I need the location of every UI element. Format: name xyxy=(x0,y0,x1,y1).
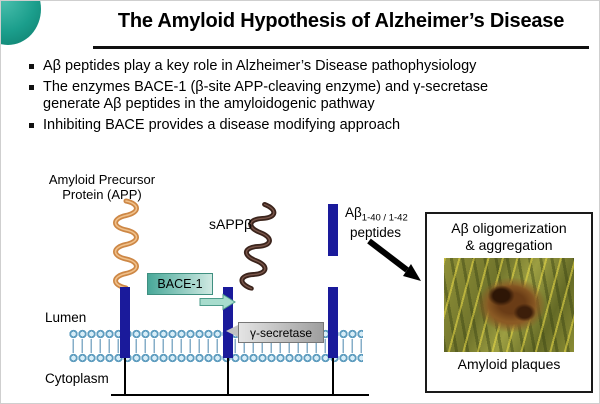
bullet-text-2: The enzymes BACE-1 (β-site APP-cleaving … xyxy=(43,78,489,113)
amyloid-plaques-caption: Amyloid plaques xyxy=(457,356,561,373)
cytoplasmic-tail-3 xyxy=(332,356,334,395)
bullet-item-3: Inhibiting BACE provides a disease modif… xyxy=(27,117,575,135)
amyloid-plaque-micrograph xyxy=(444,258,574,353)
app-protein-label: Amyloid Precursor Protein (APP) xyxy=(27,172,177,203)
lumen-label: Lumen xyxy=(45,310,87,325)
sappb-helix-icon xyxy=(239,202,277,291)
aggregation-title-line1: Aβ oligomerization xyxy=(451,220,567,236)
bullet-text-1: Aβ peptides play a key role in Alzheimer… xyxy=(43,58,477,74)
slide-title: The Amyloid Hypothesis of Alzheimer’s Di… xyxy=(117,10,565,32)
aggregation-title: Aβ oligomerization & aggregation xyxy=(427,220,591,253)
abeta-peptides-word: peptides xyxy=(350,224,402,240)
cytoplasmic-tail-2 xyxy=(227,356,229,395)
gamma-secretase-box: γ-secretase xyxy=(238,322,324,343)
release-arrow-icon xyxy=(367,238,421,281)
bace1-label: BACE-1 xyxy=(157,277,203,291)
bace1-cleavage-arrow-icon xyxy=(199,293,236,311)
transmembrane-bar-3 xyxy=(328,287,338,358)
bace1-enzyme-box: BACE-1 xyxy=(147,273,213,295)
bullet-item-2: The enzymes BACE-1 (β-site APP-cleaving … xyxy=(27,79,575,114)
app-label-line2: Protein (APP) xyxy=(62,187,142,203)
abeta-peptides-label: Aβ1-40 / 1-42 peptides xyxy=(345,205,408,241)
aggregation-box: Aβ oligomerization & aggregation Amyloid… xyxy=(425,212,593,393)
aggregation-title-line2: & aggregation xyxy=(465,236,553,253)
bullet-list: Aβ peptides play a key role in Alzheimer… xyxy=(27,58,575,138)
bullet-marker xyxy=(29,123,34,129)
cytoplasm-label: Cytoplasm xyxy=(45,371,109,386)
bullet-text-3: Inhibiting BACE provides a disease modif… xyxy=(43,117,401,134)
transmembrane-bar-2 xyxy=(223,287,233,358)
abeta-subscript: 1-40 / 1-42 xyxy=(361,212,408,224)
title-underline xyxy=(93,46,589,49)
bullet-item-1: Aβ peptides play a key role in Alzheimer… xyxy=(27,58,575,76)
abeta-prefix: Aβ xyxy=(345,205,362,220)
sappb-label: sAPPβ xyxy=(209,216,253,232)
abeta-peptide-bar xyxy=(328,204,338,256)
transmembrane-bar-1 xyxy=(120,287,130,358)
diagram-bottom-line xyxy=(111,394,369,396)
bullet-marker xyxy=(29,64,34,69)
gamma-secretase-arrow-icon xyxy=(226,325,238,337)
cytoplasmic-tail-1 xyxy=(124,356,126,395)
bullet-marker xyxy=(29,84,34,90)
app-helix-icon xyxy=(113,198,139,290)
app-label-line1: Amyloid Precursor xyxy=(48,172,156,187)
gamma-secretase-label: γ-secretase xyxy=(249,325,313,340)
